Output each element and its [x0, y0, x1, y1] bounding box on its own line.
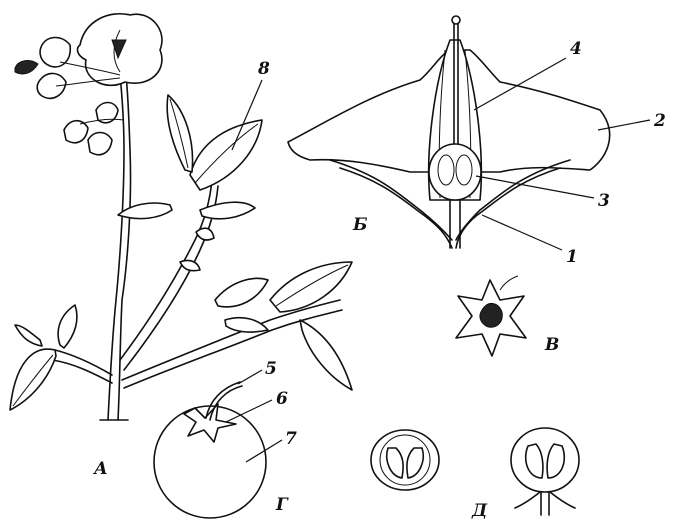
label-4: 4: [570, 39, 582, 59]
panel-b-label: Б: [352, 215, 368, 235]
ovary: [429, 144, 481, 200]
cross-section-right: [511, 428, 579, 492]
panel-g-label: Г: [275, 495, 289, 515]
panel-v-label: В: [544, 335, 559, 355]
label-7: 7: [285, 429, 297, 449]
main-stem: [108, 75, 124, 420]
panel-a-label: А: [92, 459, 108, 479]
leaf-8: [190, 120, 262, 190]
label-5: 5: [265, 359, 277, 379]
leader-5: [238, 370, 262, 384]
panel-d-label: Д: [471, 501, 488, 521]
cross-section-left: [371, 430, 439, 490]
panel-v-flower-top: В: [456, 276, 559, 356]
label-8: 8: [257, 59, 270, 79]
panel-g-berry: 5 6 7 Г: [154, 359, 297, 518]
panel-b-flower-section: Б 1 2 3 4: [288, 16, 666, 267]
label-3: 3: [598, 191, 610, 211]
label-2: 2: [653, 111, 666, 131]
panel-d-cross-sections: Д: [371, 428, 579, 521]
panel-a-plant-shoot: А 8: [10, 14, 352, 479]
label-6: 6: [276, 389, 288, 409]
label-1: 1: [566, 247, 578, 267]
leader-3: [476, 176, 594, 198]
leader-1: [482, 215, 562, 250]
